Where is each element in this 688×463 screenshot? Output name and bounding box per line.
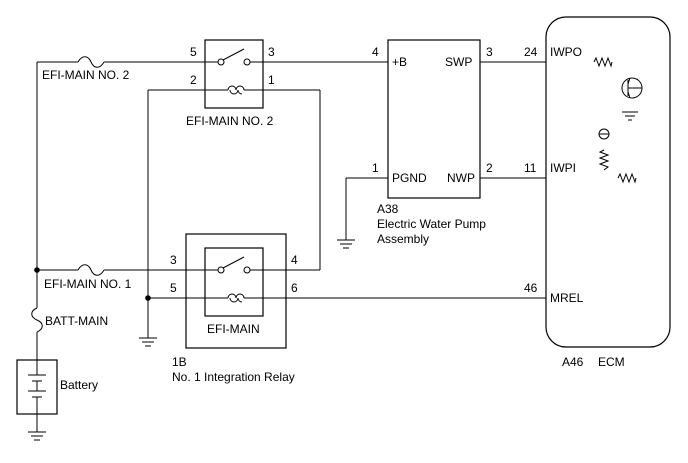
pump-code: A38 — [377, 202, 399, 216]
battery-icon — [28, 360, 46, 414]
ecm-ground-icon — [622, 111, 638, 121]
pump-pin-2: 2 — [486, 161, 493, 175]
ground-icon-pump — [337, 239, 355, 249]
relay-no2-switch-icon — [205, 48, 263, 66]
ecm-term-mrel: MREL — [550, 291, 584, 305]
relay-main-pin-3: 3 — [170, 253, 177, 267]
relay-no2-label: EFI-MAIN NO. 2 — [186, 114, 274, 128]
relay-no2-coil-icon — [205, 85, 263, 95]
ecm-name: ECM — [598, 355, 625, 369]
relay-efi-main-box — [204, 247, 264, 317]
ecm-iwpo-resistor-icon — [593, 56, 613, 68]
pump-pin-1: 1 — [372, 161, 379, 175]
pump-term-swp: SWP — [445, 55, 472, 69]
ground-icon-relay — [139, 337, 157, 347]
ecm-transistor-icon — [621, 77, 643, 99]
integration-relay-code: 1B — [172, 355, 187, 369]
relay-no2-pin-2: 2 — [190, 73, 197, 87]
integration-relay-name: No. 1 Integration Relay — [172, 370, 295, 384]
ecm-term-iwpo: IWPO — [550, 45, 582, 59]
pump-term-b: +B — [392, 55, 407, 69]
relay-main-switch-icon — [186, 256, 286, 274]
ecm-term-iwpi: IWPI — [550, 161, 576, 175]
fuse-efi-main-no2 — [77, 56, 105, 68]
ecm-code: A46 — [562, 355, 584, 369]
relay-main-pin-6: 6 — [291, 281, 298, 295]
ecm-pin-46: 46 — [524, 281, 538, 295]
relay-no2-pin-3: 3 — [268, 45, 275, 59]
pump-term-pgnd: PGND — [392, 171, 427, 185]
relay-efi-main-no2-box — [204, 39, 264, 109]
pump-term-nwp: NWP — [447, 171, 475, 185]
pump-desc-line2: Assembly — [377, 232, 429, 246]
water-pump-box — [387, 39, 481, 199]
fuse-efi-main-no1-label: EFI-MAIN NO. 1 — [44, 277, 132, 291]
fuse-batt-main — [31, 307, 43, 333]
fuse-efi-main-no1 — [77, 264, 105, 276]
ecm-box — [545, 16, 671, 348]
ecm-pullup-source-icon — [598, 128, 610, 140]
ecm-pullup-resistor-icon — [598, 149, 610, 171]
pump-pin-4: 4 — [372, 45, 379, 59]
pump-pin-3: 3 — [486, 45, 493, 59]
relay-main-label: EFI-MAIN — [207, 322, 260, 336]
relay-main-pin-4: 4 — [291, 253, 298, 267]
relay-main-pin-5: 5 — [170, 281, 177, 295]
ecm-iwpi-resistor-icon — [617, 172, 637, 184]
ecm-pin-11: 11 — [524, 161, 537, 175]
relay-no2-pin-5: 5 — [190, 45, 197, 59]
battery-label: Battery — [60, 378, 98, 392]
ground-icon-battery — [28, 431, 46, 441]
junction-dots — [34, 59, 633, 301]
ecm-pin-24: 24 — [524, 45, 538, 59]
fuse-efi-main-no2-label: EFI-MAIN NO. 2 — [42, 68, 130, 82]
fuse-batt-main-label: BATT-MAIN — [45, 314, 108, 328]
relay-no2-pin-1: 1 — [268, 73, 275, 87]
relay-main-coil-icon — [186, 293, 286, 303]
pump-desc-line1: Electric Water Pump — [377, 217, 486, 231]
